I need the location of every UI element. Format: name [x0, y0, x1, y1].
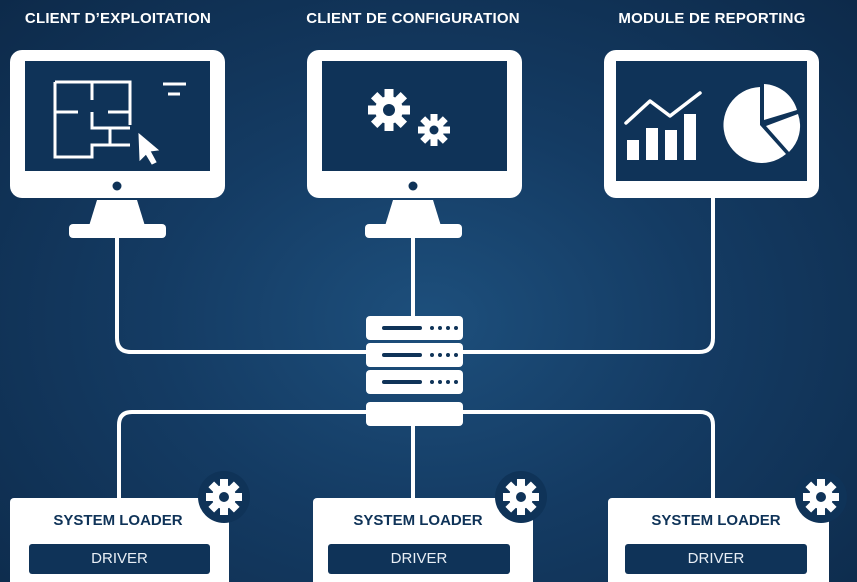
floor-plan-cursor-icon [53, 80, 186, 165]
module-reporting-title: MODULE DE REPORTING [618, 10, 806, 27]
driver-label: DRIVER [625, 544, 807, 574]
monitor-reporting [604, 50, 819, 198]
gears-icon [368, 89, 450, 146]
driver-label: DRIVER [29, 544, 210, 574]
line-left-client [115, 235, 368, 354]
system-loader-title: SYSTEM LOADER [353, 512, 483, 529]
server-stack-icon [366, 316, 463, 426]
system-loader-title: SYSTEM LOADER [651, 512, 781, 529]
line-right-client [461, 190, 715, 354]
client-configuration-title: CLIENT DE CONFIGURATION [306, 10, 520, 27]
chart-reporting-icon [624, 84, 801, 163]
client-exploitation-title: CLIENT D’EXPLOITATION [24, 10, 212, 27]
monitor-configuration [307, 50, 522, 238]
system-loader-title: SYSTEM LOADER [53, 512, 183, 529]
driver-label: DRIVER [328, 544, 510, 574]
monitor-exploitation [10, 50, 225, 238]
